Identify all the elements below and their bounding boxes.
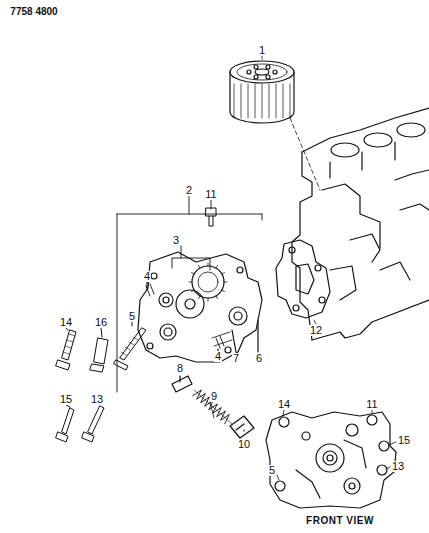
callout-number: 9 bbox=[210, 391, 218, 402]
relief-valve bbox=[172, 376, 254, 438]
callout-number: 7 bbox=[232, 353, 240, 364]
callout-number: 15 bbox=[397, 435, 411, 446]
oil-pump-body bbox=[138, 252, 262, 362]
oil-filter bbox=[230, 56, 320, 190]
callout-number: 14 bbox=[59, 317, 73, 328]
callout-number: 5 bbox=[268, 465, 276, 476]
callout-number: 14 bbox=[277, 399, 291, 410]
callout-number: 13 bbox=[90, 394, 104, 405]
callout-number: 13 bbox=[391, 461, 405, 472]
callout-number: 3 bbox=[172, 235, 180, 246]
callout-number: 10 bbox=[237, 439, 251, 450]
callout-number: 11 bbox=[365, 399, 378, 410]
callout-number: 2 bbox=[185, 185, 193, 196]
callout-number: 15 bbox=[59, 394, 73, 405]
callout-number: 1 bbox=[258, 45, 266, 56]
pump-bolts bbox=[56, 208, 216, 442]
callout-number: 16 bbox=[94, 317, 108, 328]
pump-front-view bbox=[266, 410, 396, 508]
diagram-code: 7758 4800 bbox=[9, 7, 58, 17]
callout-number: 4 bbox=[143, 271, 151, 282]
assembly-bracket bbox=[117, 196, 262, 392]
callout-number: 4 bbox=[214, 351, 222, 362]
callout-number: 6 bbox=[255, 353, 263, 364]
callout-number: 11 bbox=[204, 189, 217, 200]
pump-gasket bbox=[276, 240, 330, 324]
callout-number: 12 bbox=[309, 325, 323, 336]
engine-block bbox=[292, 108, 429, 340]
callout-number: 5 bbox=[128, 311, 136, 322]
callout-number: 8 bbox=[176, 363, 184, 374]
view-title: FRONT VIEW bbox=[305, 516, 375, 526]
